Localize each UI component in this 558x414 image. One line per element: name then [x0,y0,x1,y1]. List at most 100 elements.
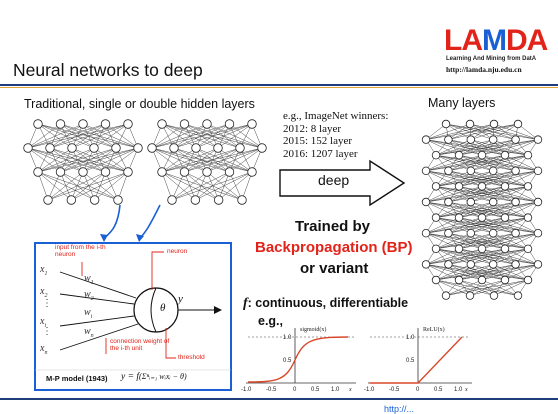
deep-net-edge [435,170,539,187]
output-y: y [178,293,183,305]
deep-net-node [511,166,520,175]
single-hidden-net-edge [37,147,73,173]
double-hidden-net-node [157,167,167,177]
deep-net-node [489,291,499,300]
double-hidden-net-edge [161,171,219,201]
deep-net-edge [448,154,529,172]
deep-net-edge [425,186,506,203]
single-hidden-net-edge [94,171,129,201]
input-x1: x1 [40,264,48,277]
double-hidden-net-node [191,143,201,153]
weight-wi: wi [84,307,93,320]
double-hidden-net-node [224,167,235,177]
deep-net-edge [435,279,495,296]
single-hidden-net-node [23,143,33,153]
deep-net-edge [493,186,529,203]
deep-net-edge [425,123,471,140]
deep-net-node [421,260,431,269]
single-hidden-net-edge [60,171,72,201]
deep-net-node [489,228,498,238]
deep-net-edge [481,264,539,281]
deep-net-node [465,291,475,300]
single-hidden-net-edge [37,147,95,173]
deep-net-edge [448,186,529,203]
double-hidden-net-edge [173,123,253,149]
weight-w2: w2 [84,289,94,302]
deep-net-node [444,197,453,207]
deep-net-edge [425,154,506,172]
deep-net-edge [504,139,539,156]
deep-net-node [489,197,498,207]
double-hidden-net-edge [206,171,219,201]
deep-net-edge [425,248,483,265]
deep-net-node [431,182,441,191]
deep-net-edge [435,232,494,250]
deep-net-node [454,213,464,222]
deep-net-node [444,260,453,269]
double-hidden-net-edge [206,171,243,201]
deep-net-edge [445,123,516,140]
sigmoid-xlabel: x [348,387,352,393]
deep-net-edge [469,123,539,140]
double-hidden-net-node [213,143,223,153]
relu-xtick: 0 [416,387,420,393]
deep-net-edge [493,154,529,172]
deep-net-edge [448,248,529,265]
deep-net-edge [425,154,483,172]
deep-arrow-shape [279,159,406,207]
deep-net-edge [435,232,539,250]
input-dots-2: ⋮ [42,326,52,337]
deep-net-edge [448,123,519,140]
single-hidden-net-node [100,119,111,129]
deep-net-edge [458,139,539,156]
single-hidden-net-edge [82,147,139,173]
single-hidden-net-edge [105,171,119,201]
single-hidden-net-edge [49,123,129,149]
winners-line: 2016: 1207 layer [283,147,358,160]
deep-net-node [513,119,523,129]
single-hidden-net-edge [47,171,106,201]
deep-net-node [533,135,543,144]
deep-net-edge [435,139,516,156]
double-hidden-net-edge [218,171,253,201]
deep-net-node [511,197,520,207]
deep-net-edge [425,248,506,265]
deep-net-edge [445,279,529,296]
single-net-arrowhead [100,234,108,242]
deep-net-edge [493,279,529,296]
single-hidden-net-node [113,195,123,205]
logo-subtitle: Learning And Mining from DatA [446,56,537,62]
double-hidden-net-node [179,119,190,129]
input-xn: xn [40,343,48,356]
deep-net-edge [425,186,529,203]
single-hidden-net-edge [60,171,119,201]
deep-net-edge [435,139,494,156]
single-hidden-net-node [133,143,143,153]
relu-xlabel: x [464,387,468,393]
deep-net-edge [458,170,539,187]
deep-net-edge [425,248,529,265]
single-hidden-net-node [66,195,77,205]
double-hidden-net-node [169,143,179,153]
deep-net-edge [435,201,539,218]
single-hidden-net-edge [27,123,61,149]
deep-arrow-label: deep [318,172,350,188]
or-variant-text: or variant [300,260,369,277]
deep-net-node [454,275,464,285]
single-hidden-net-edge [27,123,106,149]
logo-url: http://lamda.nju.edu.cn [446,65,522,74]
mp-model-caption: M-P model (1943) [46,374,108,383]
deep-net-node [431,150,441,160]
winners-header: e.g., ImageNet winners: [283,110,389,122]
deep-net-edge [481,279,519,296]
single-hidden-net-node [111,143,121,153]
deep-net-edge [458,232,539,250]
deep-net-edge [493,217,529,234]
deep-net-node [477,213,487,222]
deep-net-node [477,244,487,253]
deep-net-node [500,244,510,253]
single-hidden-net-edge [47,171,129,201]
deep-net-edge [481,139,539,156]
relu-xtick: 0.5 [434,387,443,393]
footer-url: http://... [384,404,415,414]
